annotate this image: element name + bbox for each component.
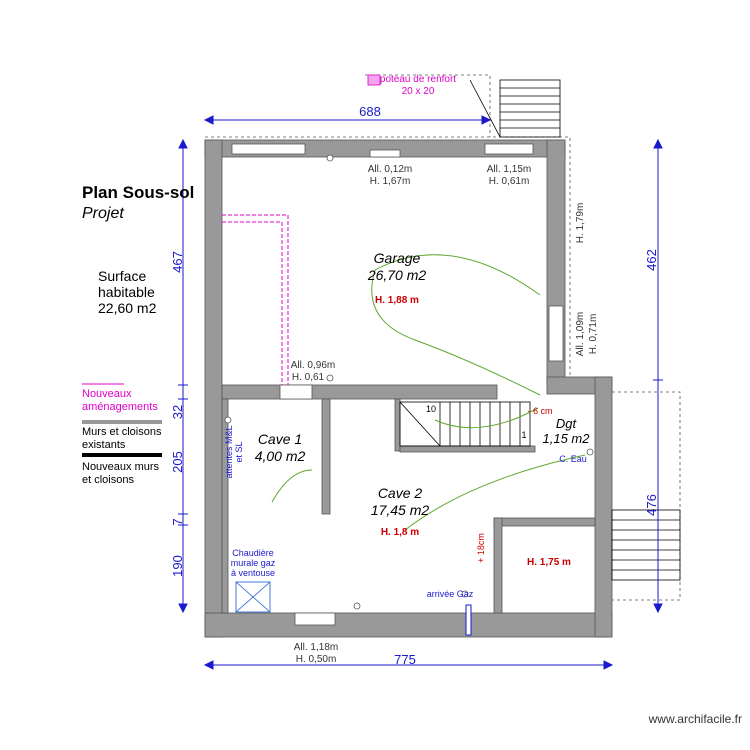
garage-name: Garage — [374, 250, 421, 266]
legend-new-walls-1: Nouveaux murs — [82, 461, 160, 473]
outline-dashed — [205, 74, 681, 601]
dgt-area: 1,15 m2 — [543, 431, 591, 446]
main-stairs — [399, 401, 531, 447]
legend-existing-1: Murs et cloisons — [82, 426, 162, 438]
room-height: H. 1,75 m — [527, 557, 571, 568]
openings — [231, 143, 564, 626]
win-top2-all: All. 1,15m — [487, 164, 531, 175]
minus-cm: - 6 cm — [527, 406, 552, 416]
surface-label: Surface habitable 22,60 m2 — [98, 268, 156, 316]
legend-existing: Murs et cloisons existants — [82, 426, 161, 452]
page-title: Plan Sous-sol — [82, 183, 195, 202]
attentes-1: attentes M&L — [224, 425, 234, 478]
exterior-stairs-right — [611, 509, 681, 581]
win-right1-h: H. 1,79m — [575, 203, 586, 244]
cave1-name: Cave 1 — [258, 431, 302, 447]
surface-line-1: Surface — [98, 268, 147, 284]
cave2-name: Cave 2 — [378, 485, 423, 501]
dim-right-1: 462 — [644, 249, 659, 271]
dim-left-2: 32 — [170, 405, 185, 419]
chaudiere-1: Chaudière — [232, 548, 274, 558]
plus-cm: + 18cm — [476, 533, 486, 563]
win-right2-all: All. 1,09m — [575, 312, 586, 356]
cave1-area: 4,00 m2 — [255, 448, 306, 464]
surface-line-3: 22,60 m2 — [98, 300, 157, 316]
win-bottom-h: H. 0,50m — [296, 654, 337, 665]
sockets — [224, 154, 594, 610]
page-subtitle: Projet — [82, 205, 124, 222]
water-label: C. Eau — [559, 454, 587, 464]
gas-inlet — [465, 604, 472, 636]
wall-stair-bottom — [399, 445, 536, 453]
wall-inner-horizontal — [221, 384, 498, 400]
boiler — [235, 581, 271, 613]
stair-step-hi: 10 — [426, 404, 436, 414]
win-top1-all: All. 0,12m — [368, 164, 412, 175]
wall-left — [204, 139, 223, 638]
wall-room-left — [493, 517, 503, 614]
legend-new-walls: Nouveaux murs et cloisons — [82, 461, 159, 487]
post-label-2: 20 x 20 — [402, 86, 435, 97]
chaudiere-3: à ventouse — [231, 568, 275, 578]
dim-left-1: 467 — [170, 251, 185, 273]
wall-room-top — [493, 517, 596, 527]
surface-line-2: habitable — [98, 284, 155, 300]
post-marker — [367, 74, 381, 86]
stair-step-lo: 1 — [521, 430, 526, 440]
dim-right-2: 476 — [644, 494, 659, 516]
legend-swatch-existing — [82, 420, 162, 424]
win-top1-h: H. 1,67m — [370, 176, 411, 187]
chaudiere-2: murale gaz — [231, 558, 276, 568]
win-mid-all: All. 0,96m — [291, 360, 335, 371]
win-bottom-all: All. 1,18m — [294, 642, 338, 653]
cave2-area: 17,45 m2 — [371, 502, 430, 518]
dimension-lines — [178, 115, 663, 670]
wall-stair-left — [394, 398, 401, 452]
legend-new-fit-1: Nouveaux — [82, 388, 132, 400]
win-top2-h: H. 0,61m — [489, 176, 530, 187]
legend-existing-2: existants — [82, 439, 126, 451]
garage-area: 26,70 m2 — [367, 267, 427, 283]
win-right2-h: H. 0,71m — [588, 314, 599, 355]
legend-new-walls-2: et cloisons — [82, 474, 134, 486]
garage-height: H. 1,88 m — [375, 295, 419, 306]
legend-swatch-new-walls — [82, 453, 162, 457]
win-mid-h: H. 0,61 — [292, 372, 325, 383]
dim-left-3: 205 — [170, 451, 185, 473]
credit-link[interactable]: www.archifacile.fr — [648, 712, 742, 726]
dim-left-4: 7 — [170, 518, 185, 525]
dim-left-5: 190 — [170, 555, 185, 577]
post-label-1: poteau de renfort — [380, 74, 456, 85]
dgt-name: Dgt — [556, 416, 578, 431]
cave2-height: H. 1,8 m — [381, 527, 419, 538]
dim-bottom: 775 — [394, 652, 416, 667]
exterior-stairs-top — [469, 79, 561, 138]
wall-cave1-left-inner — [221, 398, 229, 614]
wall-cave1-right — [321, 398, 331, 515]
new-partition — [222, 214, 289, 385]
gas-label: arrivée Gaz — [427, 589, 474, 599]
wall-right-lower — [594, 376, 613, 638]
dim-top: 688 — [359, 104, 381, 119]
attentes-2: et SL — [234, 441, 244, 462]
legend-new-fit: Nouveaux aménagements — [82, 388, 158, 414]
legend-new-fit-2: aménagements — [82, 401, 158, 413]
wall-bottom — [204, 612, 613, 638]
door-swings — [271, 254, 586, 531]
